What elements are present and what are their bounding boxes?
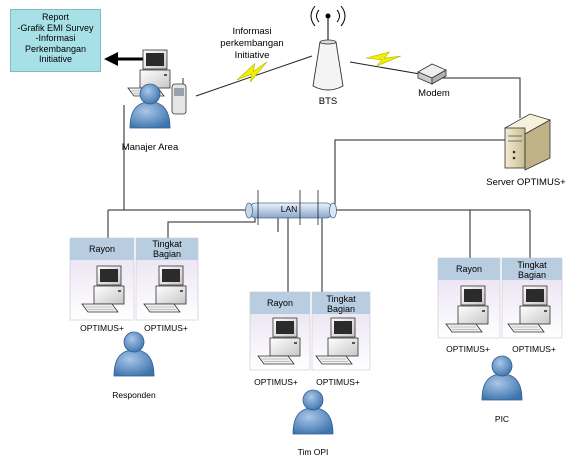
report-line-2: -Informasi: [35, 33, 76, 43]
pc-label: OPTIMUS+: [512, 344, 556, 354]
responden-label: Responden: [112, 390, 156, 400]
mobile-phone-icon: [171, 78, 187, 115]
wireless-caption-1: Informasi: [232, 26, 271, 37]
pic-person-icon: [481, 355, 523, 401]
wireless-bolt-left-icon: [233, 59, 272, 87]
group-middle: Rayon Tingkat Bagian OPTIMUS+ OPTIMUS+ T…: [249, 291, 371, 457]
modem-icon: [417, 63, 447, 85]
tim-opi-person-icon: [292, 389, 334, 435]
bagian-header: [312, 292, 370, 314]
lan-label: LAN: [281, 204, 298, 214]
wireless-caption-2: perkembangan: [220, 38, 283, 49]
rayon-label: Rayon: [456, 264, 482, 274]
manajer-area-workstation: [127, 49, 187, 129]
bagian-label-line1: Tingkat: [152, 239, 182, 249]
group-left: Rayon Tingkat Bagian OPTIMUS+ OPTIMUS+ R…: [69, 237, 199, 400]
rayon-label: Rayon: [267, 298, 293, 308]
pc-label: OPTIMUS+: [144, 323, 188, 333]
bagian-header: [502, 258, 562, 280]
rayon-label: Rayon: [89, 244, 115, 254]
bts-label: BTS: [319, 96, 337, 107]
tim-opi-label: Tim OPI: [298, 447, 329, 457]
report-title: Report: [41, 12, 69, 22]
wireless-bolt-right-icon: [364, 47, 402, 71]
rayon-header: [250, 292, 310, 314]
report-line-3: Perkembangan: [24, 43, 87, 54]
wireless-caption-3: Initiative: [235, 50, 270, 61]
bagian-label-line2: Bagian: [153, 249, 181, 259]
report-line-4: Initiative: [38, 54, 73, 64]
bagian-header: [136, 238, 198, 260]
bagian-label-line2: Bagian: [327, 304, 355, 314]
group-right: Rayon Tingkat Bagian OPTIMUS+ OPTIMUS+ P…: [437, 257, 563, 424]
server-icon: [503, 113, 552, 171]
report-line-1: -Grafik EMI Survey: [17, 22, 94, 33]
server-label: Server OPTIMUS+: [486, 177, 566, 188]
bts-antenna-icon: [310, 5, 346, 91]
rayon-header: [438, 258, 500, 280]
responden-person-icon: [113, 331, 155, 377]
pc-label: OPTIMUS+: [254, 377, 298, 387]
pc-label: OPTIMUS+: [80, 323, 124, 333]
bagian-label-line2: Bagian: [518, 270, 546, 280]
modem-label: Modem: [418, 88, 450, 99]
bagian-label-line1: Tingkat: [517, 260, 547, 270]
bagian-label-line1: Tingkat: [326, 294, 356, 304]
rayon-header: [70, 238, 134, 260]
pc-label: OPTIMUS+: [316, 377, 360, 387]
lan-backbone-icon: [245, 190, 337, 225]
report-box: Report -Grafik EMI Survey -Informasi Per…: [10, 9, 101, 72]
pc-label: OPTIMUS+: [446, 344, 490, 354]
pic-label: PIC: [495, 414, 509, 424]
manajer-area-label: Manajer Area: [122, 142, 179, 153]
